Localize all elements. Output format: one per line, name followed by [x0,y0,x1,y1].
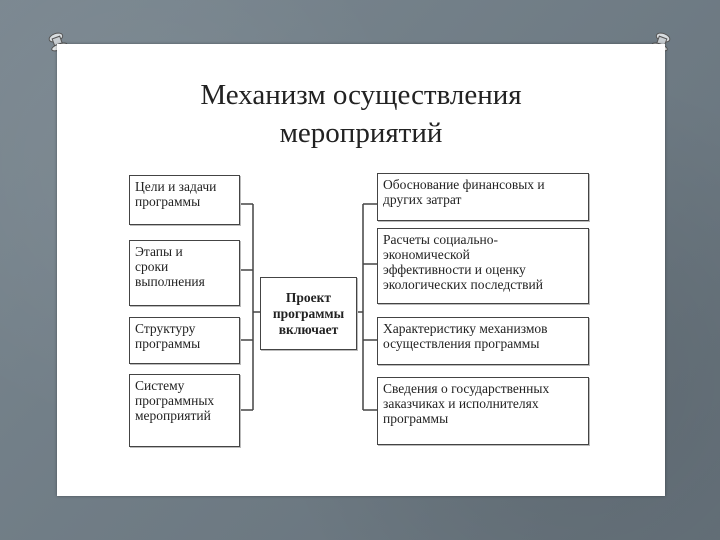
slide-title: Механизм осуществления мероприятий [57,76,665,152]
left-box-2: Этапы и сроки выполнения [129,240,240,306]
left-box-4: Систему программных мероприятий [129,374,240,447]
title-line-1: Механизм осуществления [200,79,522,111]
center-box: Проект программы включает [260,277,357,350]
left-box-1: Цели и задачи программы [129,175,240,225]
center-box-text: Проект программы включает [272,289,345,337]
left-box-3: Структуру программы [129,317,240,364]
right-box-1-text: Обоснование финансовых и других затрат [383,177,545,207]
right-box-1: Обоснование финансовых и других затрат [377,173,589,221]
right-box-2-text: Расчеты социально- экономической эффекти… [383,232,543,292]
left-box-1-text: Цели и задачи программы [135,179,217,209]
right-box-2: Расчеты социально- экономической эффекти… [377,228,589,304]
left-box-2-text: Этапы и сроки выполнения [135,244,205,289]
title-line-2: мероприятий [279,117,443,149]
left-box-4-text: Систему программных мероприятий [135,378,215,423]
right-box-3-text: Характеристику механизмов осуществления … [383,321,548,351]
right-box-4-text: Сведения о государственных заказчиках и … [383,381,550,426]
right-box-3: Характеристику механизмов осуществления … [377,317,589,365]
left-box-3-text: Структуру программы [135,321,201,351]
connector-lines [240,203,377,411]
slide: Механизм осуществления мероприятий Цели … [57,44,665,496]
right-box-4: Сведения о государственных заказчиках и … [377,377,589,445]
